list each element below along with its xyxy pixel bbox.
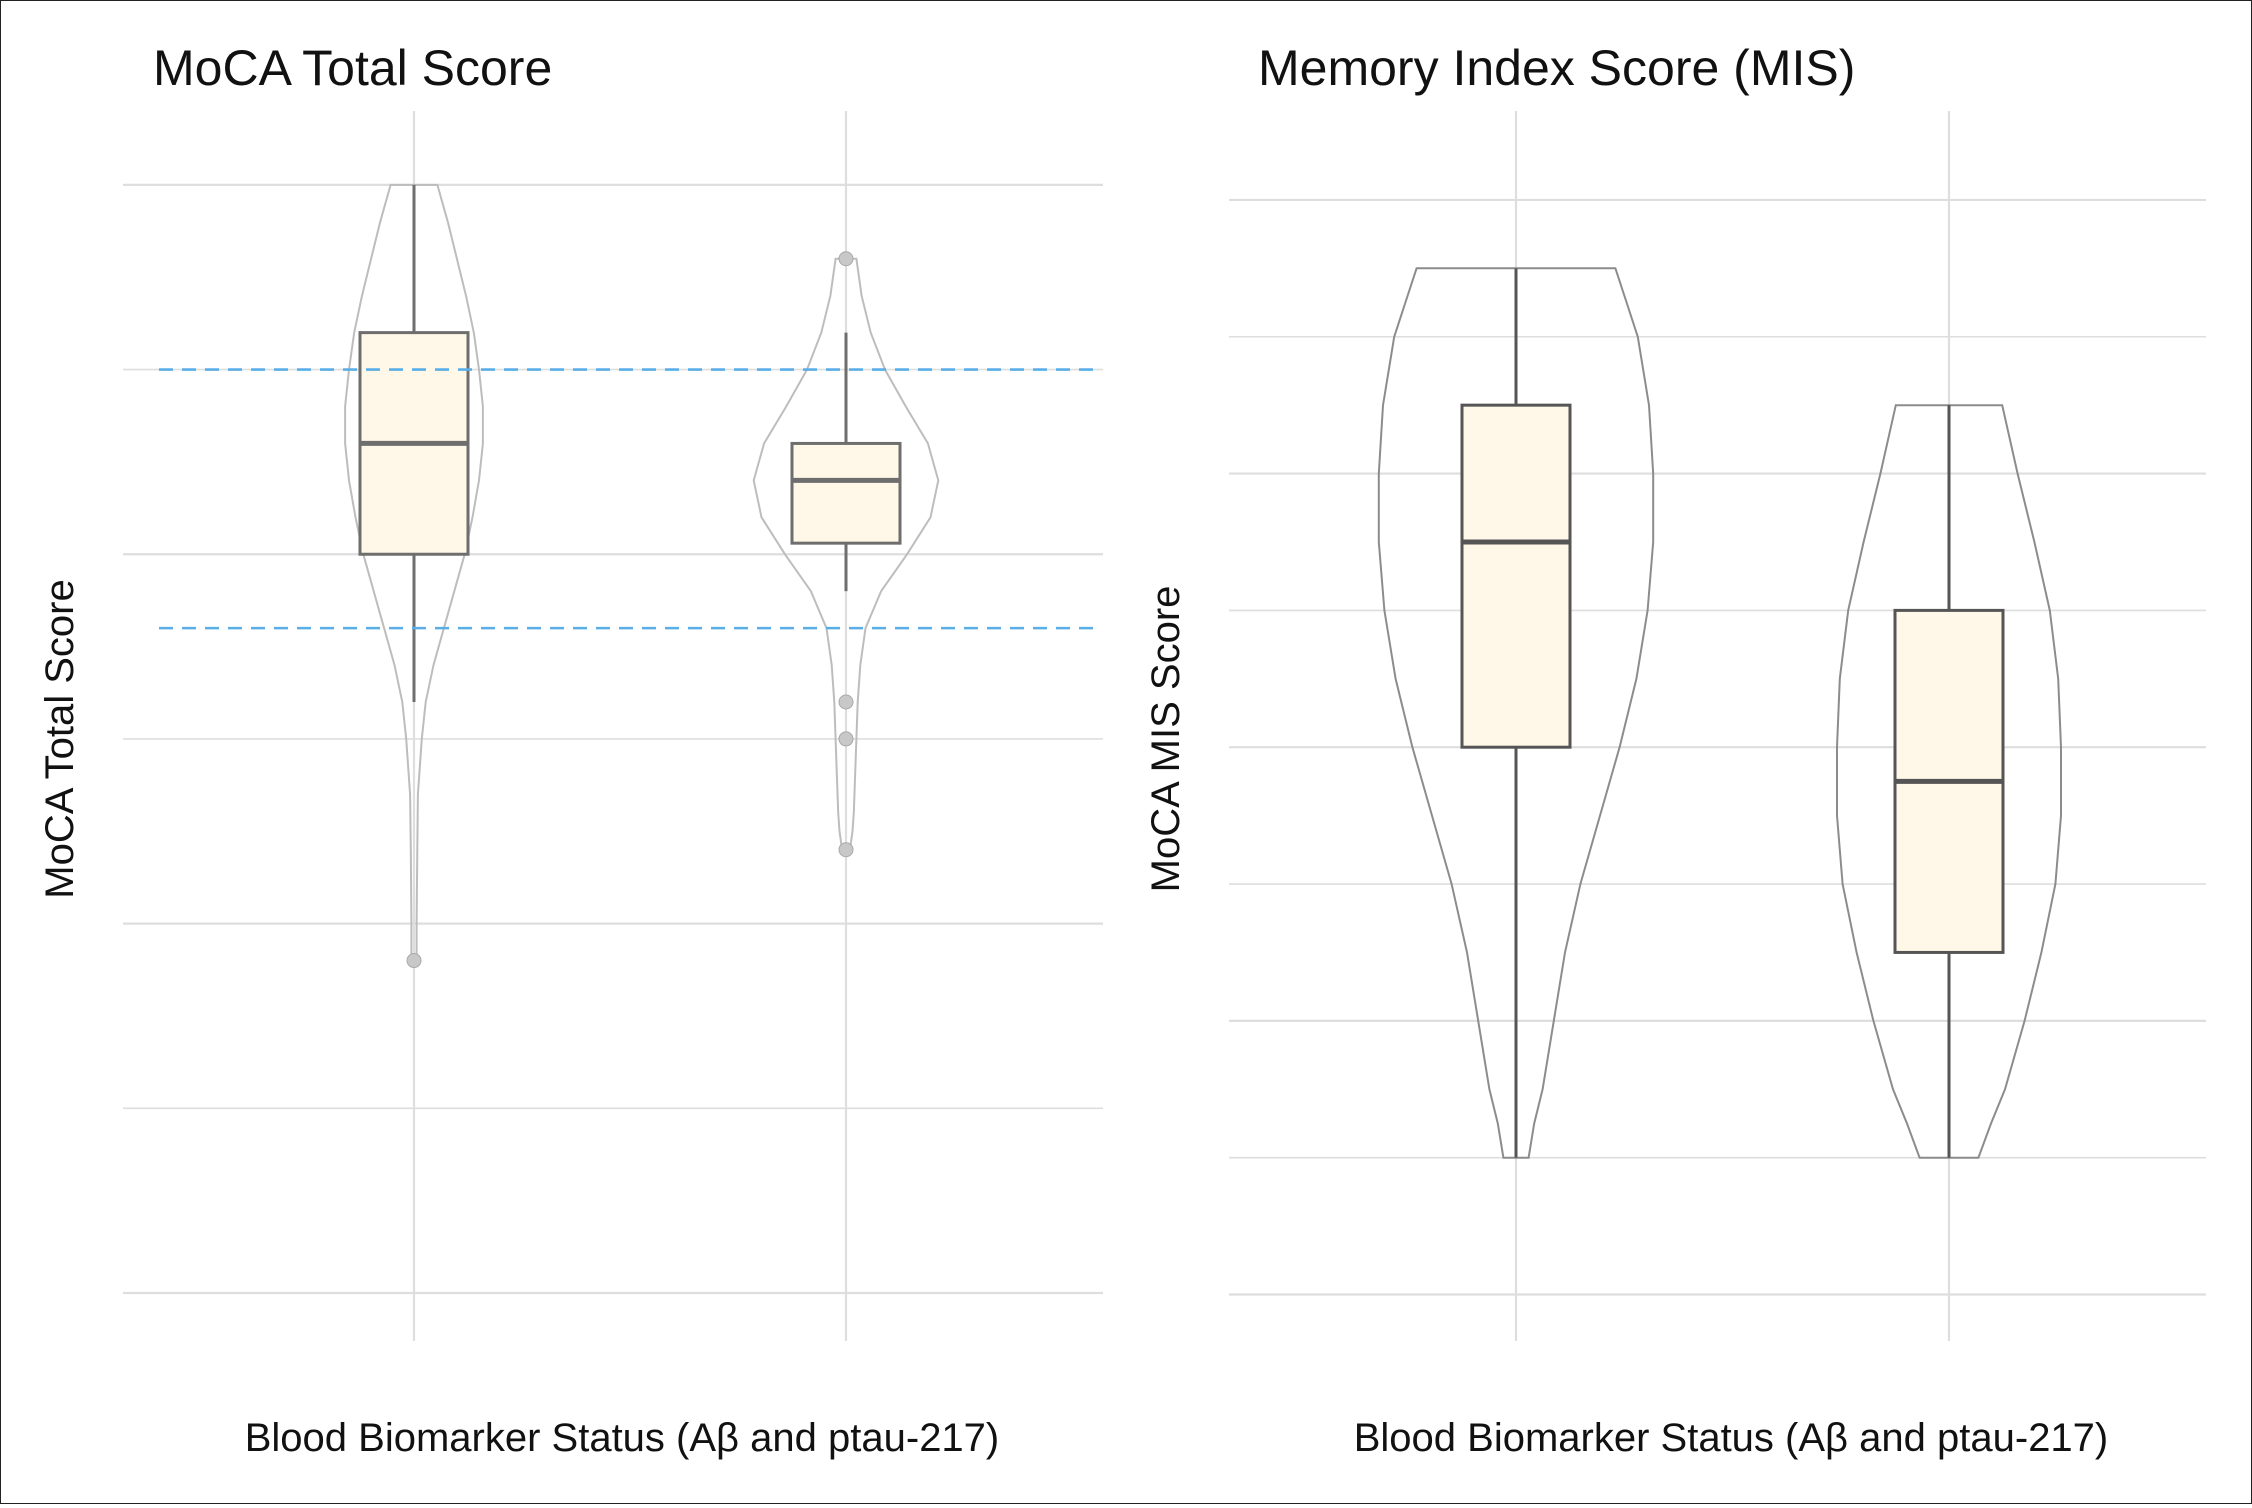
outlier-point <box>838 694 854 710</box>
violin-outline <box>1836 404 2062 1159</box>
group-high <box>752 251 940 858</box>
outlier-point <box>838 251 854 267</box>
panel-memory-index: Memory Index Score (MIS) MoCA MIS Score … <box>1144 40 2206 1460</box>
chart-title: MoCA Total Score <box>153 40 552 96</box>
y-axis-label: MoCA Total Score <box>38 579 82 898</box>
outlier-point <box>838 731 854 747</box>
gridlines <box>123 111 1103 1341</box>
violin-outline <box>1377 267 1655 1159</box>
outlier-point <box>406 953 422 969</box>
x-axis-label: Blood Biomarker Status (Aβ and ptau-217) <box>245 1416 1000 1460</box>
x-axis-label: Blood Biomarker Status (Aβ and ptau-217) <box>1354 1416 2109 1460</box>
y-axis-label: MoCA MIS Score <box>1144 586 1188 893</box>
group-low <box>1377 267 1655 1159</box>
chart-title: Memory Index Score (MIS) <box>1258 40 1855 96</box>
panel-moca-total: MoCA Total Score MoCA Total Score Blood … <box>38 40 1103 1460</box>
group-high <box>1836 404 2062 1159</box>
iqr-box <box>1460 403 1572 749</box>
outlier-point <box>838 842 854 858</box>
iqr-box <box>790 441 902 545</box>
